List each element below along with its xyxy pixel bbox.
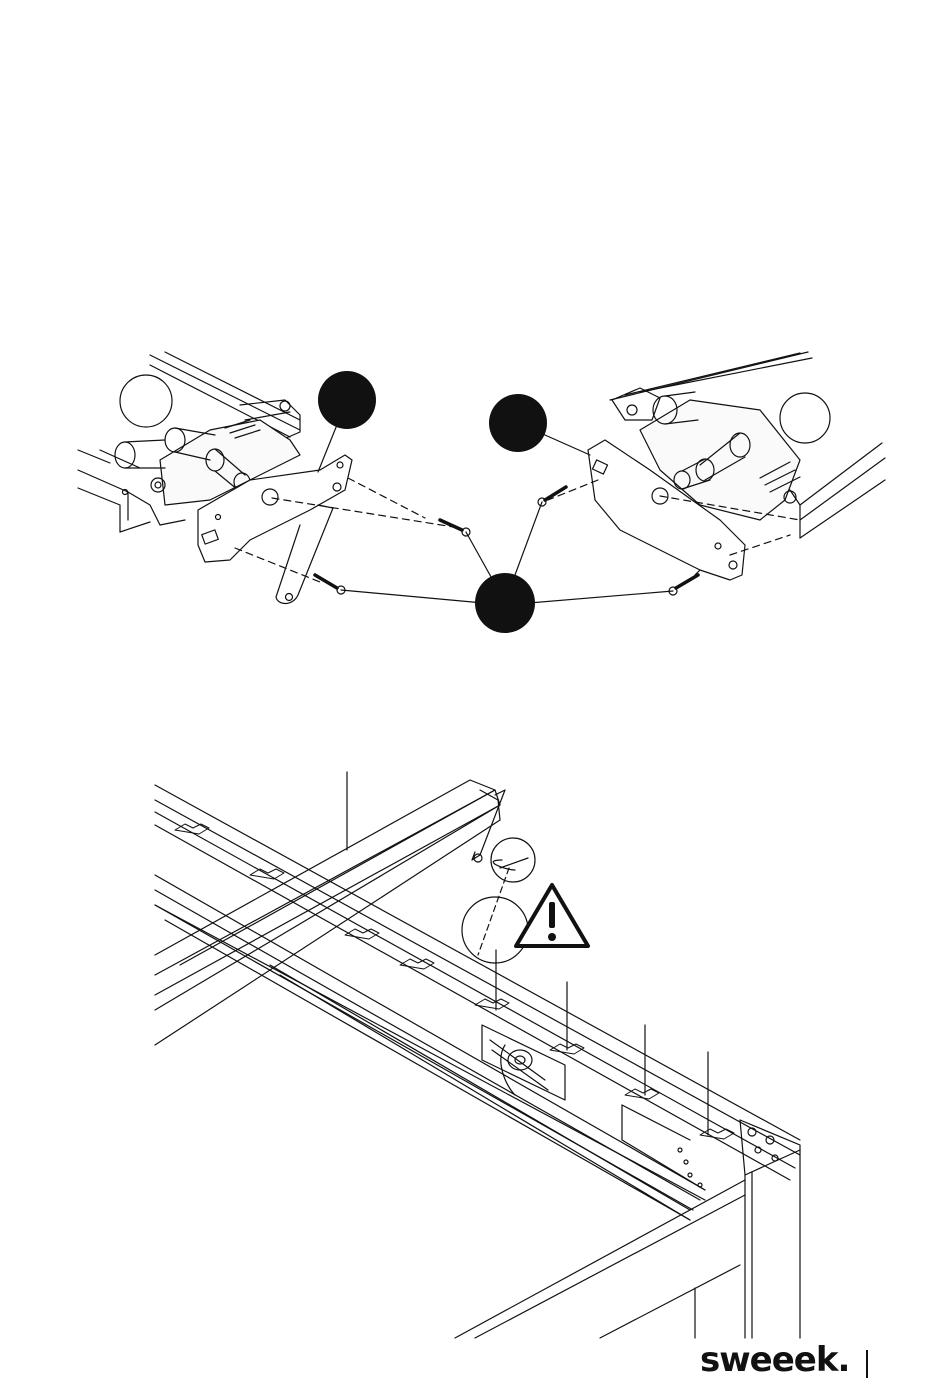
frame-attachment-figure [155,772,800,1338]
screw-icon [315,575,345,594]
callout-circle-outline [780,393,830,443]
brand-logo: sweeek. [700,1340,849,1380]
right-hinge-assembly [548,352,885,580]
warning-triangle-icon [516,885,588,946]
callout-circle-filled [318,371,376,429]
screw-icon [669,575,698,595]
screw-icon [440,520,470,536]
callout-circle-filled [489,394,547,452]
brand-divider [866,1350,868,1378]
callout-circle-filled [475,573,535,633]
callout-circle-outline [120,375,172,427]
